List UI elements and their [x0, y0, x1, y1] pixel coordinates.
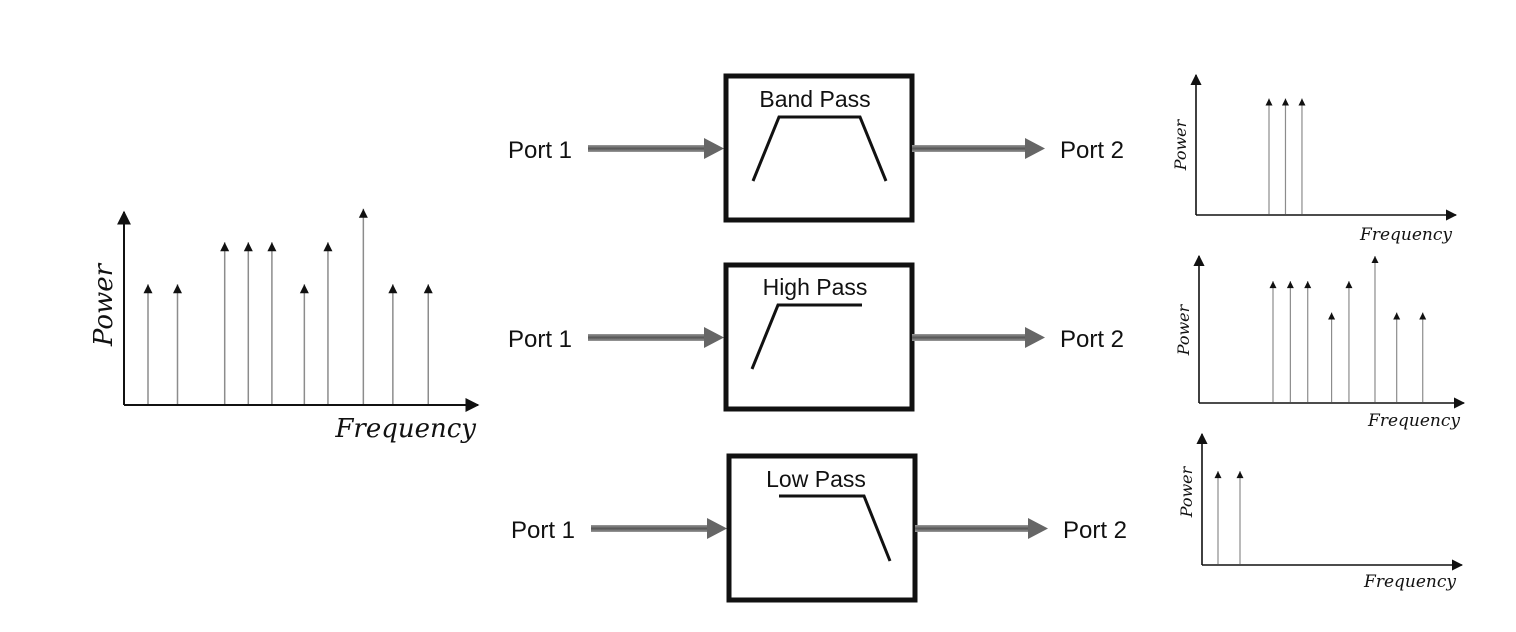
output-spectrum-low-pass: Power Frequency	[1177, 432, 1464, 592]
impulse-arrowhead	[1371, 255, 1379, 263]
x-axis-title: Frequency	[1367, 411, 1460, 431]
impulse-arrowhead	[423, 284, 433, 294]
impulse-arrowhead	[1304, 281, 1312, 289]
impulse-arrowhead	[299, 284, 309, 294]
input-port-label: Port 1	[508, 137, 572, 164]
impulse-group	[143, 208, 433, 404]
input-arrow	[588, 327, 724, 348]
impulse-arrowhead	[1236, 471, 1244, 479]
impulse-arrowhead	[358, 208, 368, 218]
output-port-label: Port 2	[1063, 517, 1127, 544]
impulse-arrowhead	[388, 284, 398, 294]
impulse-arrowhead	[1214, 471, 1222, 479]
impulse-arrowhead	[1328, 312, 1336, 320]
input-spectrum: Power Frequency	[89, 208, 480, 444]
input-port-label: Port 1	[511, 517, 575, 544]
impulse-arrowhead	[243, 242, 253, 252]
impulse-arrowhead	[1286, 281, 1294, 289]
impulse-arrowhead	[1269, 281, 1277, 289]
impulse-arrowhead	[173, 284, 182, 294]
impulse-arrowhead	[143, 284, 153, 294]
filter-label: Low Pass	[766, 466, 866, 492]
impulse-arrowhead	[1393, 312, 1401, 320]
output-arrow	[912, 327, 1045, 348]
impulse-arrowhead	[323, 242, 333, 252]
impulse-arrowhead	[1419, 312, 1427, 320]
input-port-label: Port 1	[508, 326, 572, 353]
impulse-arrowhead	[1298, 98, 1306, 106]
filter-label: High Pass	[763, 274, 868, 300]
output-spectrum-high-pass: Power Frequency	[1174, 254, 1466, 431]
y-axis-title: Power	[89, 262, 119, 347]
filter-box	[723, 262, 915, 412]
impulse-arrowhead	[220, 242, 230, 252]
filter-box	[723, 73, 915, 223]
output-spectrum-band-pass: Power Frequency	[1171, 73, 1458, 245]
filter-label: Band Pass	[759, 86, 870, 112]
y-axis-title: Power	[1177, 465, 1196, 518]
x-axis-title: Frequency	[334, 414, 476, 444]
output-arrow	[912, 138, 1045, 159]
impulse-arrowhead	[1281, 98, 1289, 106]
impulse-group	[1214, 471, 1244, 564]
impulse-arrowhead	[1265, 98, 1273, 106]
output-port-label: Port 2	[1060, 137, 1124, 164]
input-arrow	[588, 138, 724, 159]
low-pass-response-icon	[779, 494, 892, 562]
y-axis-title: Power	[1174, 303, 1193, 356]
output-port-label: Port 2	[1060, 326, 1124, 353]
high-pass-response-icon	[750, 303, 862, 370]
y-axis-title: Power	[1171, 118, 1190, 171]
band-pass-response-icon	[751, 115, 888, 182]
filter-row-high-pass: Port 1 High Pass Port 2	[508, 262, 1124, 412]
filter-row-low-pass: Port 1 Low Pass Port 2	[511, 453, 1127, 603]
x-axis-title: Frequency	[1359, 225, 1452, 245]
impulse-group	[1269, 255, 1427, 402]
impulse-arrowhead	[1345, 281, 1353, 289]
x-axis-title: Frequency	[1363, 572, 1456, 592]
output-arrow	[915, 518, 1048, 539]
filter-row-band-pass: Port 1 Band Pass Port 2	[508, 73, 1124, 223]
impulse-group	[1265, 98, 1306, 214]
impulse-arrowhead	[267, 242, 277, 252]
input-arrow	[591, 518, 727, 539]
